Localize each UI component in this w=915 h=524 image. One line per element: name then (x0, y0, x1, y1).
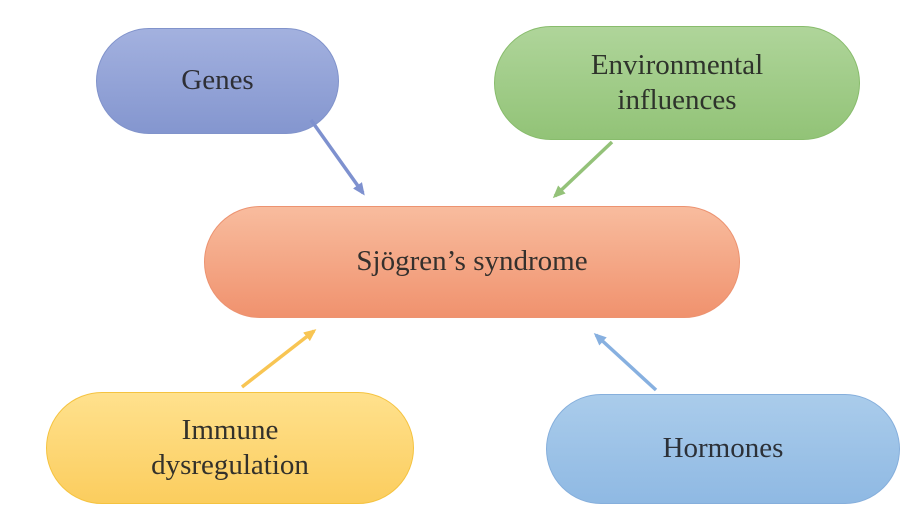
node-hormones: Hormones (546, 394, 900, 504)
node-sjogrens-syndrome: Sjögren’s syndrome (204, 206, 740, 318)
arrow-environmental-to-center (552, 140, 614, 199)
arrow-immune-to-center (240, 329, 317, 389)
node-environmental-influences-label: Environmental influences (590, 48, 764, 116)
node-sjogrens-syndrome-label: Sjögren’s syndrome (356, 245, 588, 278)
node-environmental-influences: Environmental influences (494, 26, 860, 140)
node-genes: Genes (96, 28, 339, 134)
arrow-hormones-to-center (593, 332, 658, 392)
node-hormones-label: Hormones (662, 432, 784, 465)
arrow-genes-to-center (309, 118, 365, 196)
node-genes-label: Genes (181, 64, 254, 97)
node-immune-dysregulation-label: Immune dysregulation (151, 413, 309, 481)
node-immune-dysregulation: Immune dysregulation (46, 392, 414, 504)
